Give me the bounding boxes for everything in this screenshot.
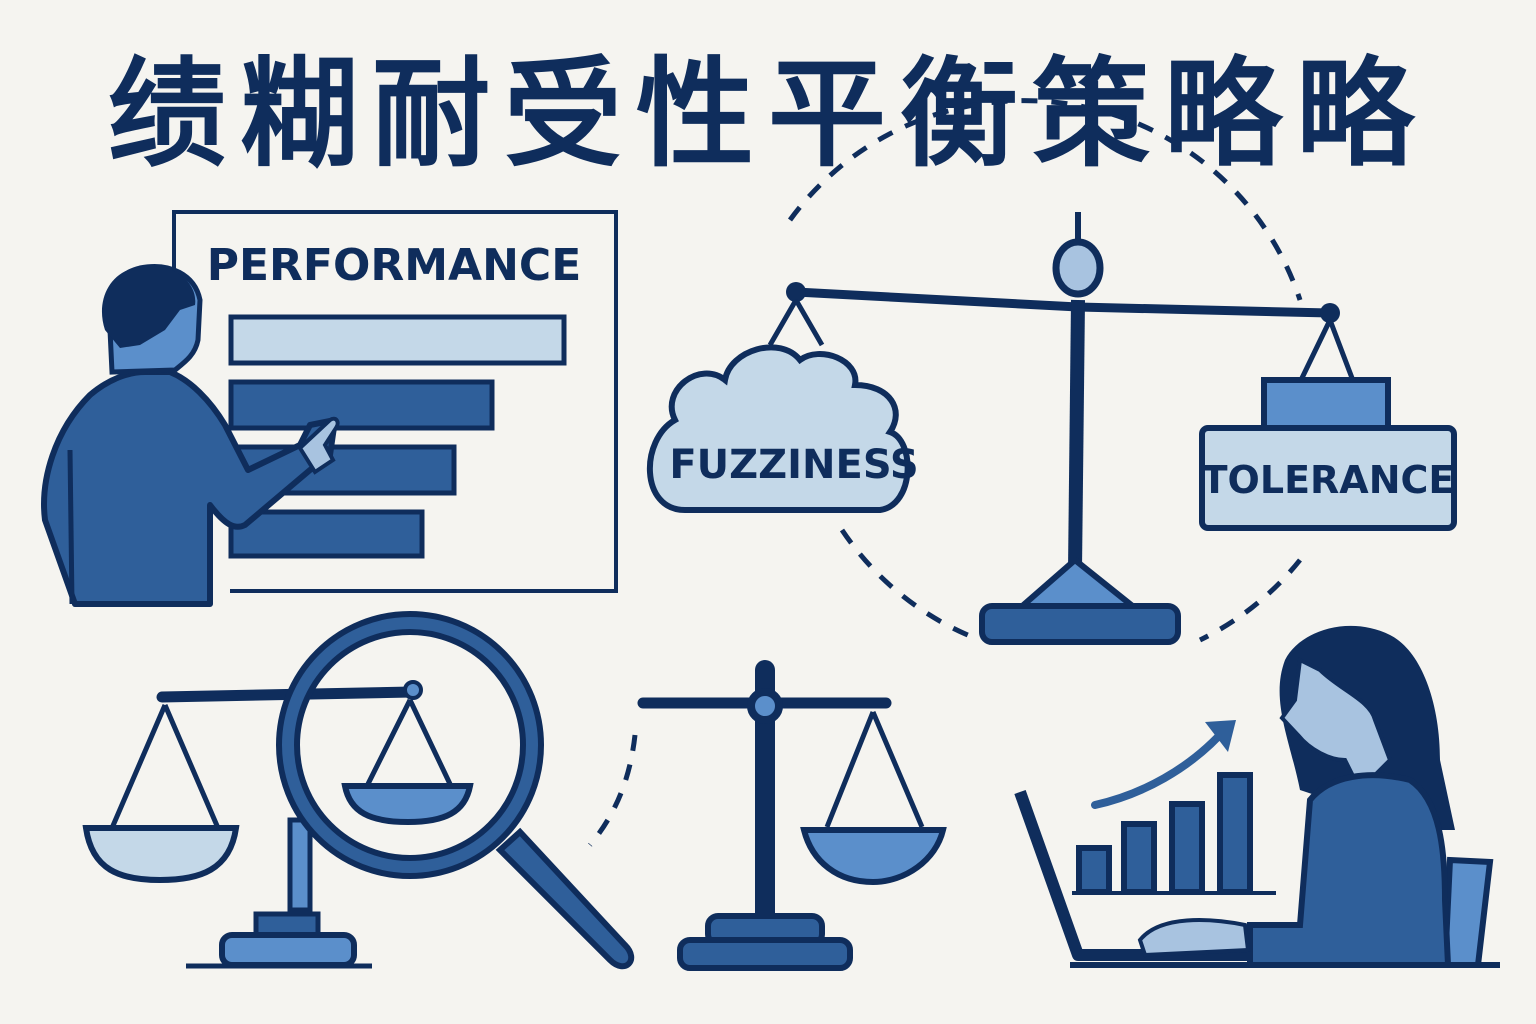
bar-1 [228, 314, 567, 366]
performance-board: PERFORMANCE [172, 210, 618, 593]
bar-2 [228, 379, 495, 431]
balance-scale-small-icon [637, 660, 947, 971]
man-presenter-icon [41, 264, 340, 607]
bar-4 [228, 509, 425, 559]
dashed-connector [588, 734, 638, 847]
performance-label: PERFORMANCE [207, 240, 582, 291]
tolerance-label: TOLERANCE [1202, 458, 1455, 502]
performance-bars [228, 314, 567, 559]
balance-scale-main: FUZZINESS TOLERANCE [646, 98, 1457, 645]
arrow-up-icon [1205, 720, 1236, 752]
magnified-scale-icon [82, 611, 635, 970]
growth-bar-chart [1072, 772, 1276, 895]
fuzziness-label: FUZZINESS [669, 442, 918, 488]
analyst-at-laptop-icon [1014, 625, 1500, 968]
